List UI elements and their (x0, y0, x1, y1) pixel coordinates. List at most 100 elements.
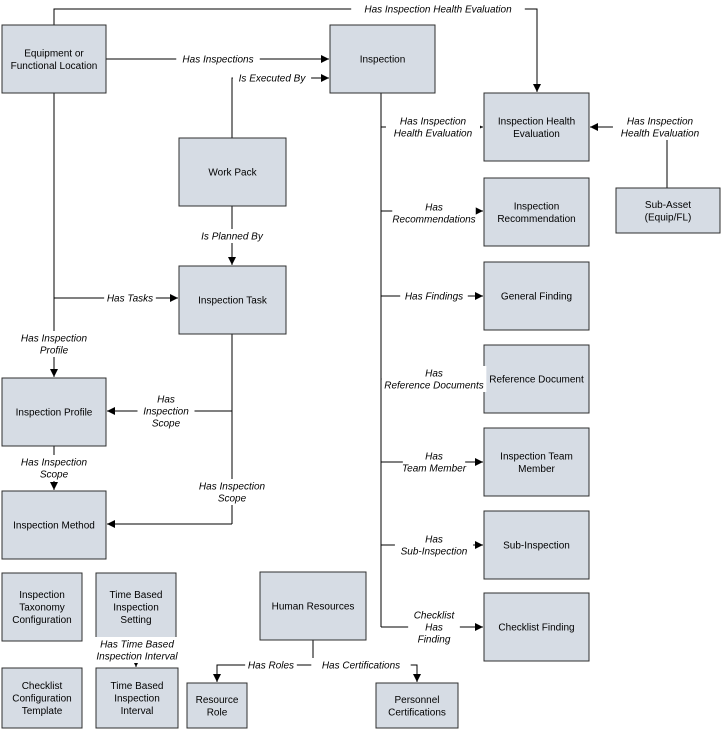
edge-label-background (385, 114, 481, 140)
node-box (329, 24, 436, 94)
edge-label-background (245, 658, 297, 672)
node-label: Inspection Task (198, 296, 268, 307)
node-label: Configuration (12, 615, 71, 626)
edge-label-background (84, 637, 190, 663)
node-label: Time Based (111, 681, 164, 692)
node-label: Inspection (114, 694, 160, 705)
node-checklist-finding: Checklist Finding (483, 592, 590, 662)
node-box (483, 510, 590, 580)
edge-label-background (351, 2, 525, 16)
node-box (1, 490, 107, 560)
edge-label-background (14, 455, 94, 481)
edge-label-text: Has Time Based (100, 640, 174, 651)
edge-label-background (402, 449, 466, 475)
node-label: Inspection Team (500, 451, 573, 462)
edge-label-background (392, 200, 476, 226)
edge-label-background (104, 291, 156, 305)
node-sub-asset: Sub-Asset(Equip/FL) (615, 187, 721, 234)
node-label: Inspection Method (13, 521, 95, 532)
edge-label-background (612, 114, 708, 140)
node-label: Inspection (19, 590, 65, 601)
edge-label-text: Has Findings (405, 292, 463, 303)
node-label: Template (22, 706, 63, 717)
node-box (178, 265, 287, 335)
node-label: Taxonomy (19, 603, 65, 614)
node-box (95, 572, 177, 642)
node-inspection: Inspection (329, 24, 436, 94)
node-label: Inspection Profile (16, 408, 93, 419)
edge-label-text: Has (425, 203, 443, 214)
node-label: Inspection (113, 603, 159, 614)
node-label: Inspection (514, 201, 560, 212)
node-box (1, 377, 107, 447)
edge-label-background (14, 331, 94, 357)
edge-label-has-inspections: Has Inspections (176, 52, 260, 66)
edge-label-text: Health Evaluation (394, 129, 473, 140)
node-box (615, 187, 721, 234)
edge-label-text: Scope (218, 494, 247, 505)
edge-label-text: Has Certifications (322, 661, 400, 672)
node-label: Human Resources (272, 602, 355, 613)
node-inspection-profile: Inspection Profile (1, 377, 107, 447)
edge-equipment-to-ihe (53, 8, 541, 92)
node-box (483, 427, 590, 497)
edge-label-text: Scope (152, 419, 181, 430)
edge-label-text: Has Inspection (400, 117, 467, 128)
edge-label-text: Has Inspection (199, 482, 266, 493)
edge-label-text: Health Evaluation (621, 129, 700, 140)
edge-label-is-planned-by: Is Planned By (195, 229, 269, 243)
edge-label-background (408, 608, 460, 646)
node-label: Role (207, 707, 228, 718)
edge-label-text: Recommendations (392, 215, 475, 226)
edge-label-has-tasks: Has Tasks (104, 291, 156, 305)
node-box (483, 344, 590, 414)
edge-label-text: Team Member (402, 464, 467, 475)
edge-label-background (400, 289, 468, 303)
edge-label-text: Has (425, 535, 443, 546)
edge-label-background (311, 658, 411, 672)
edge-label-text: Inspection Interval (96, 652, 178, 663)
edge-label-text: Profile (40, 346, 69, 357)
edge-label-has-ihe-top: Has Inspection Health Evaluation (351, 2, 525, 16)
edge-label-has-findings: Has Findings (400, 289, 468, 303)
edge-label-background (195, 229, 269, 243)
edge-label-text: Is Executed By (239, 74, 307, 85)
node-label: Inspection (360, 55, 406, 66)
node-label: Sub-Inspection (503, 541, 570, 552)
edge-workpack-to-inspection (231, 74, 329, 138)
node-label: Sub-Asset (645, 200, 691, 211)
node-human-resources: Human Resources (259, 571, 367, 641)
node-label: Checklist (22, 681, 63, 692)
node-inspection-task: Inspection Task (178, 265, 287, 335)
node-general-finding: General Finding (483, 261, 590, 331)
edge-label-text: Has Inspection Health Evaluation (364, 5, 512, 16)
node-box (178, 137, 287, 207)
edge-label-text: Is Planned By (201, 232, 264, 243)
node-label: Recommendation (497, 214, 575, 225)
node-label: Member (518, 464, 555, 475)
edge-label-background (176, 52, 260, 66)
edge-label-background (137, 392, 195, 430)
edge-label-text: Has Inspection (21, 458, 88, 469)
node-box (1, 572, 83, 642)
node-box (483, 261, 590, 331)
edge-label-text: Has (157, 395, 175, 406)
edge-label-has-certifications: Has Certifications (311, 658, 411, 672)
